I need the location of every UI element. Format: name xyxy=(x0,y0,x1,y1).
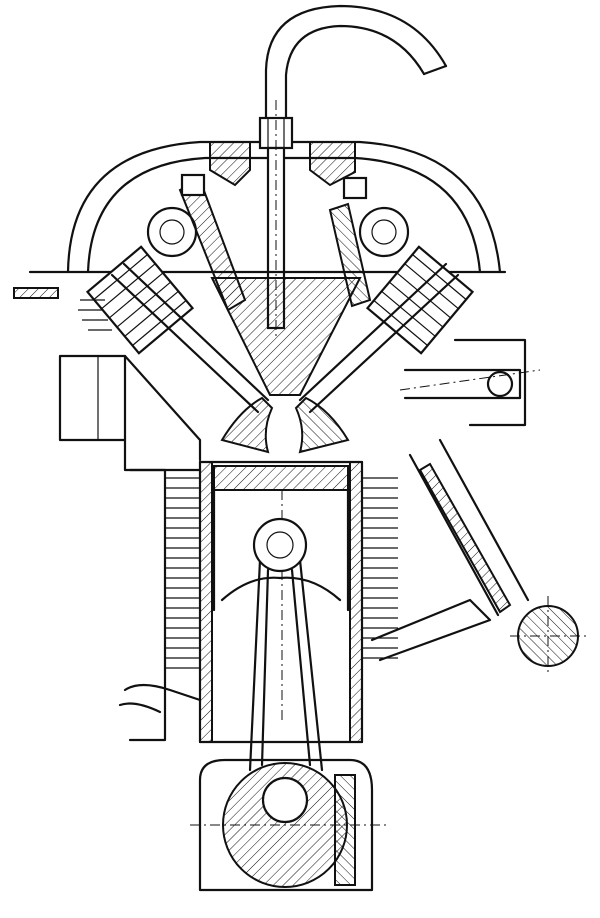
intake-valve xyxy=(110,262,274,454)
lower-case-left xyxy=(118,683,202,714)
camshaft xyxy=(510,596,590,676)
left-flange xyxy=(13,287,59,299)
small-end xyxy=(252,517,308,573)
intake-port xyxy=(58,299,202,472)
rocker-arm-right xyxy=(328,176,410,308)
crank-big-end xyxy=(190,758,390,892)
cooling-fins-left xyxy=(165,477,200,669)
exhaust-port xyxy=(399,338,541,427)
combustion-chamber-block xyxy=(210,277,362,396)
connecting-rod xyxy=(248,517,324,772)
supply-pipe xyxy=(264,4,448,127)
cooling-fins-right xyxy=(362,477,398,659)
exhaust-valve xyxy=(294,262,460,454)
crank-pin xyxy=(261,776,309,824)
pushrod-assembly xyxy=(370,438,530,662)
valve-spring-right xyxy=(365,245,475,355)
rod-bolt xyxy=(334,774,356,886)
piston xyxy=(212,465,350,720)
cylinder xyxy=(128,460,398,744)
